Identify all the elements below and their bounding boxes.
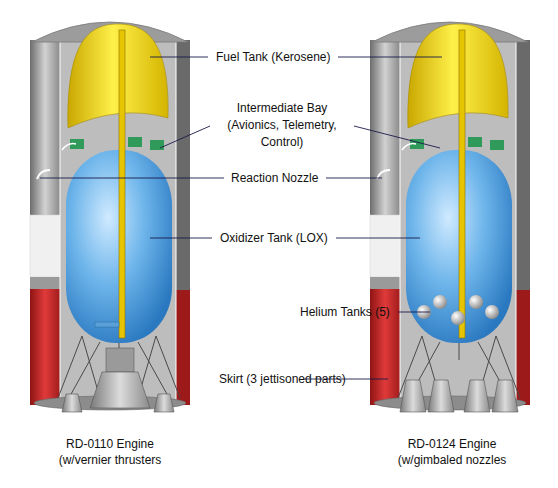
part-label: Skirt (3 jettisoned parts) <box>219 370 346 388</box>
part-label: Fuel Tank (Kerosene) <box>216 49 331 65</box>
leader-lines <box>40 57 442 379</box>
part-label: Oxidizer Tank (LOX) <box>220 230 328 246</box>
engine-caption: RD-0124 Engine (w/gimbaled nozzles <box>387 436 517 468</box>
part-label: Intermediate Bay (Avionics, Telemetry, C… <box>217 100 347 151</box>
part-label: Helium Tanks (5) <box>300 304 390 320</box>
right-stage <box>370 22 530 412</box>
part-label: Reaction Nozzle <box>231 170 318 186</box>
left-stage <box>30 22 190 412</box>
engine-caption: RD-0110 Engine (w/vernier thrusters <box>45 436 175 468</box>
